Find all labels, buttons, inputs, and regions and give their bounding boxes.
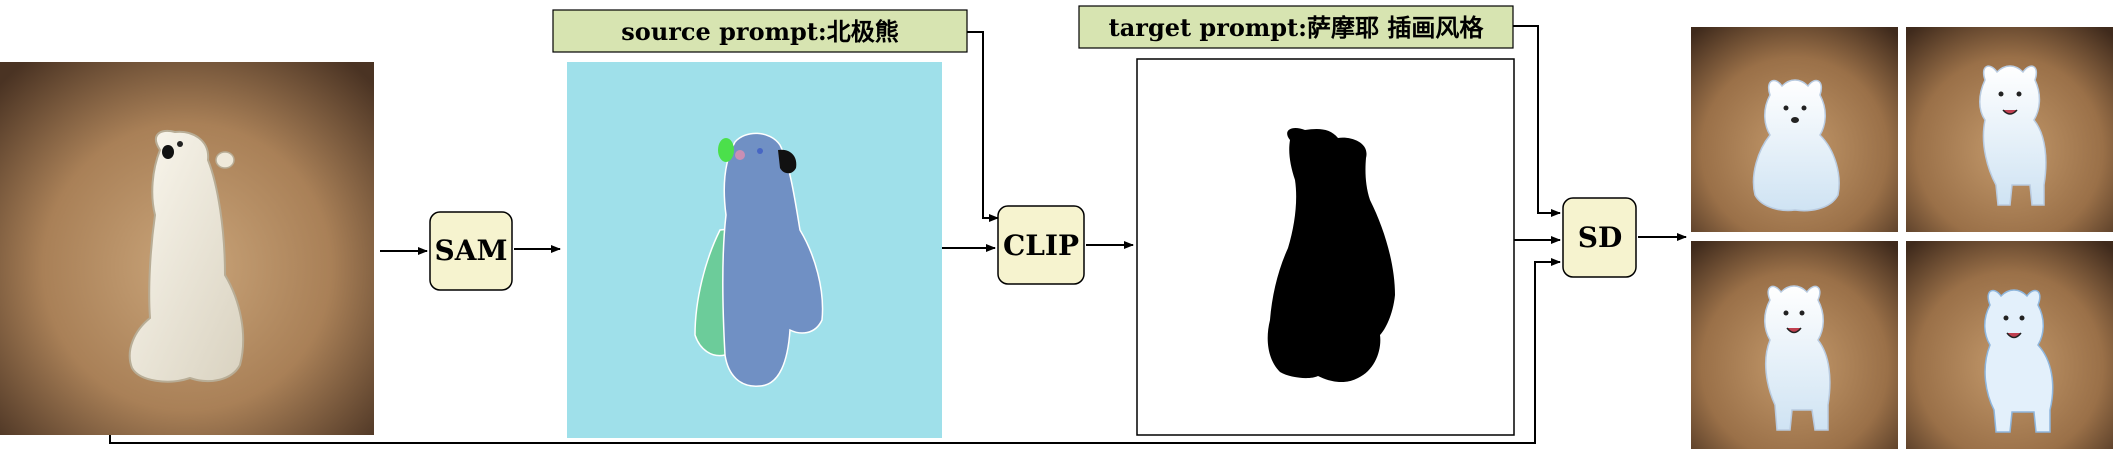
clip-node: CLIP [997,205,1085,285]
segmentation-image [567,62,942,438]
segment-ear-right [778,149,797,174]
output-image-3 [1691,241,1898,449]
source-prompt-box: source prompt:北极熊 [552,9,968,53]
mask-image [1136,58,1515,436]
source-prompt-text: source prompt:北极熊 [621,17,898,46]
segment-body [722,132,824,387]
polar-bear-figurine [128,130,245,383]
output-image-4 [1906,241,2113,449]
input-image [0,62,374,435]
output-image-2 [1906,27,2113,232]
sam-label: SAM [435,234,508,267]
output-grid [1691,27,2113,449]
sd-node: SD [1562,197,1637,278]
sd-label: SD [1578,221,1623,254]
segment-ear-left [718,138,734,162]
arrow-source-prompt-to-clip [967,31,999,222]
target-prompt-box: target prompt:萨摩耶 插画风格 [1078,5,1514,49]
target-prompt-text: target prompt:萨摩耶 插画风格 [1109,13,1485,42]
sam-node: SAM [429,211,513,291]
mask-silhouette [1267,128,1395,383]
clip-label: CLIP [1003,229,1079,262]
output-image-1 [1691,27,1898,232]
arrow-target-prompt-to-sd [1513,25,1561,217]
arrow-input-to-sd [109,258,1561,444]
